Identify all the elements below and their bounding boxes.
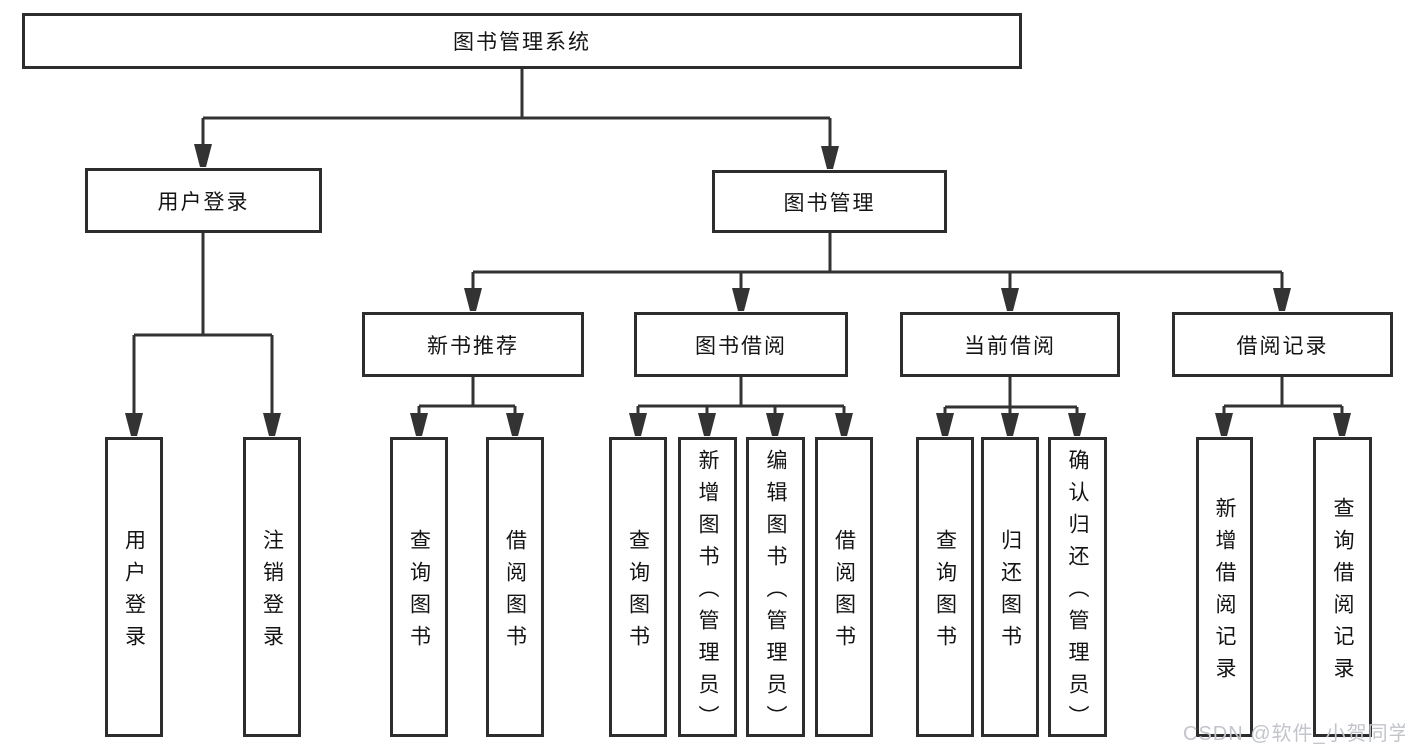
node-current-borrowing-label: 当前借阅 bbox=[964, 334, 1056, 358]
node-leaf-recommend-query-books-label: 查询图书 bbox=[407, 528, 431, 657]
node-leaf-current-confirm-return-admin: 确认归还（管理员） bbox=[1048, 437, 1107, 737]
node-leaf-records-query-record: 查询借阅记录 bbox=[1313, 437, 1372, 737]
node-user-login-module-label: 用户登录 bbox=[157, 190, 250, 214]
node-leaf-borrowing-query-books: 查询图书 bbox=[609, 437, 667, 737]
node-borrowing-records: 借阅记录 bbox=[1172, 312, 1393, 377]
node-leaf-current-query-books: 查询图书 bbox=[916, 437, 974, 737]
node-leaf-user-login-label: 用户登录 bbox=[122, 528, 146, 657]
node-leaf-borrowing-add-books-admin: 新增图书（管理员） bbox=[678, 437, 737, 737]
node-leaf-records-add-record: 新增借阅记录 bbox=[1196, 437, 1253, 737]
node-leaf-logout: 注销登录 bbox=[243, 437, 301, 737]
node-leaf-borrowing-query-books-label: 查询图书 bbox=[626, 528, 650, 657]
node-book-management-module-label: 图书管理 bbox=[783, 191, 876, 215]
node-library-system-label: 图书管理系统 bbox=[453, 31, 591, 54]
node-leaf-borrowing-borrow-books-label: 借阅图书 bbox=[832, 528, 856, 657]
node-leaf-records-add-record-label: 新增借阅记录 bbox=[1213, 496, 1236, 689]
node-leaf-borrowing-borrow-books: 借阅图书 bbox=[815, 437, 873, 737]
node-leaf-recommend-borrow-books: 借阅图书 bbox=[486, 437, 544, 737]
node-user-login-module: 用户登录 bbox=[85, 168, 322, 233]
node-new-book-recommend: 新书推荐 bbox=[362, 312, 584, 377]
node-leaf-recommend-borrow-books-label: 借阅图书 bbox=[503, 528, 527, 657]
node-library-system: 图书管理系统 bbox=[22, 13, 1022, 69]
node-leaf-user-login: 用户登录 bbox=[105, 437, 163, 737]
node-leaf-logout-label: 注销登录 bbox=[260, 528, 284, 657]
node-leaf-current-return-books-label: 归还图书 bbox=[998, 528, 1022, 657]
node-book-borrowing-label: 图书借阅 bbox=[695, 334, 787, 358]
node-leaf-borrowing-edit-books-admin: 编辑图书（管理员） bbox=[746, 437, 805, 737]
arrowheads bbox=[125, 144, 1351, 436]
node-current-borrowing: 当前借阅 bbox=[900, 312, 1120, 377]
node-leaf-current-query-books-label: 查询图书 bbox=[933, 528, 957, 657]
watermark: CSDN @软件_小贺同学 bbox=[1183, 723, 1405, 745]
node-book-borrowing: 图书借阅 bbox=[634, 312, 848, 377]
node-leaf-recommend-query-books: 查询图书 bbox=[390, 437, 448, 737]
node-leaf-borrowing-edit-books-admin-label: 编辑图书（管理员） bbox=[764, 448, 787, 737]
node-new-book-recommend-label: 新书推荐 bbox=[427, 334, 519, 358]
node-leaf-current-return-books: 归还图书 bbox=[981, 437, 1039, 737]
node-leaf-borrowing-add-books-admin-label: 新增图书（管理员） bbox=[696, 448, 719, 737]
node-borrowing-records-label: 借阅记录 bbox=[1236, 334, 1329, 358]
node-book-management-module: 图书管理 bbox=[712, 170, 947, 233]
node-leaf-current-confirm-return-admin-label: 确认归还（管理员） bbox=[1066, 448, 1089, 737]
node-leaf-records-query-record-label: 查询借阅记录 bbox=[1331, 496, 1354, 689]
